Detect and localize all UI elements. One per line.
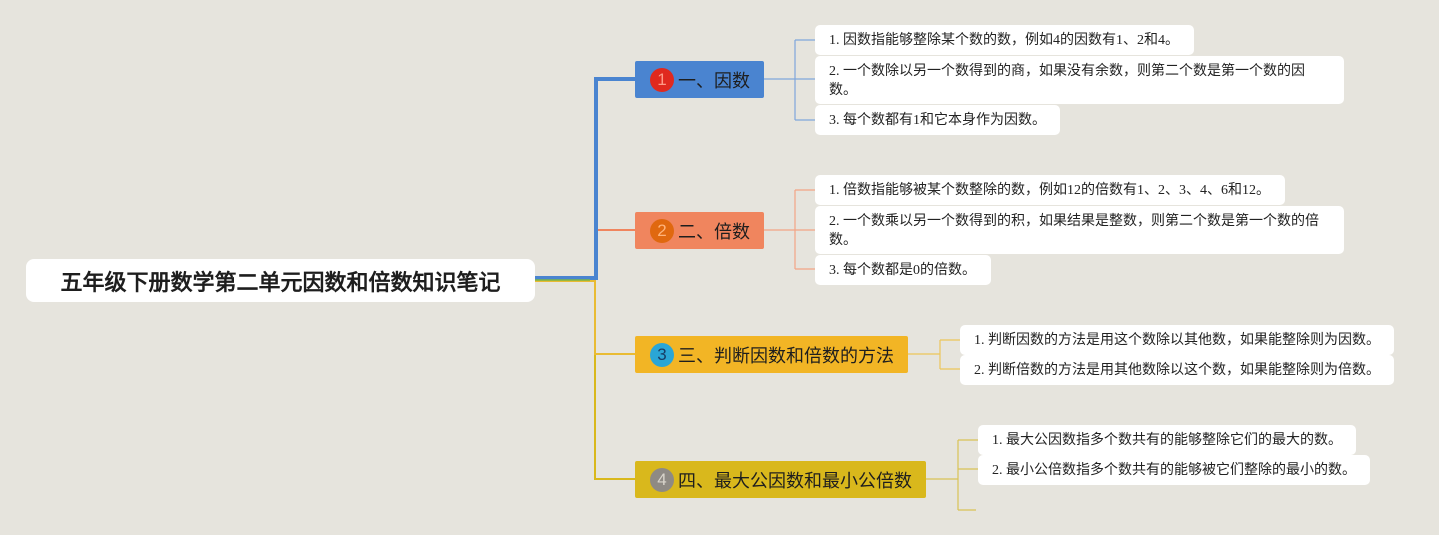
leaf-factors-1[interactable]: 1. 因数指能够整除某个数的数，例如4的因数有1、2和4。 bbox=[815, 25, 1194, 55]
branch-label: 三、判断因数和倍数的方法 bbox=[678, 345, 894, 367]
leaf-multiples-2[interactable]: 2. 一个数乘以另一个数得到的积，如果结果是整数，则第二个数是第一个数的倍数。 bbox=[815, 206, 1344, 254]
branch-label: 一、因数 bbox=[678, 70, 750, 92]
badge-2-icon: 2 bbox=[650, 218, 674, 243]
leaf-methods-1[interactable]: 1. 判断因数的方法是用这个数除以其他数，如果能整除则为因数。 bbox=[960, 325, 1394, 355]
branch-methods[interactable]: 3 三、判断因数和倍数的方法 bbox=[635, 336, 908, 373]
branch-label: 二、倍数 bbox=[678, 221, 750, 243]
badge-3-icon: 3 bbox=[650, 342, 674, 367]
leaf-multiples-3[interactable]: 3. 每个数都是0的倍数。 bbox=[815, 255, 991, 285]
branch-label: 四、最大公因数和最小公倍数 bbox=[678, 470, 912, 492]
badge-1-icon: 1 bbox=[650, 67, 674, 92]
leaf-lcm-2[interactable]: 2. 最小公倍数指多个数共有的能够被它们整除的最小的数。 bbox=[978, 455, 1370, 485]
leaf-factors-3[interactable]: 3. 每个数都有1和它本身作为因数。 bbox=[815, 105, 1060, 135]
branch-factors[interactable]: 1 一、因数 bbox=[635, 61, 764, 98]
leaf-methods-2[interactable]: 2. 判断倍数的方法是用其他数除以这个数，如果能整除则为倍数。 bbox=[960, 355, 1394, 385]
leaf-factors-2[interactable]: 2. 一个数除以另一个数得到的商，如果没有余数，则第二个数是第一个数的因数。 bbox=[815, 56, 1344, 104]
branch-gcd-lcm[interactable]: 4 四、最大公因数和最小公倍数 bbox=[635, 461, 926, 498]
root-topic[interactable]: 五年级下册数学第二单元因数和倍数知识笔记 bbox=[26, 259, 535, 302]
leaf-gcd-1[interactable]: 1. 最大公因数指多个数共有的能够整除它们的最大的数。 bbox=[978, 425, 1356, 455]
branch-multiples[interactable]: 2 二、倍数 bbox=[635, 212, 764, 249]
badge-4-icon: 4 bbox=[650, 467, 674, 492]
leaf-multiples-1[interactable]: 1. 倍数指能够被某个数整除的数，例如12的倍数有1、2、3、4、6和12。 bbox=[815, 175, 1285, 205]
